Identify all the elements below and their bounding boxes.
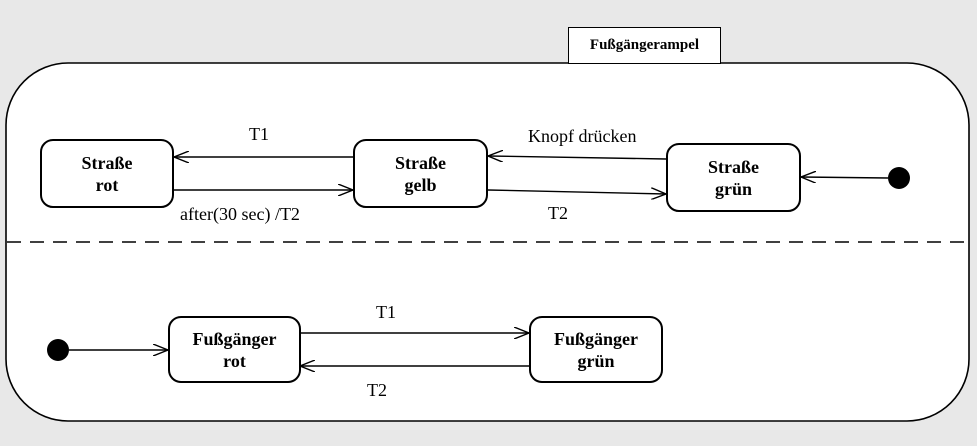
transition-label-gelb-to-rot: T1 bbox=[249, 124, 269, 144]
arrow-gelb-to-gruen bbox=[487, 190, 666, 194]
state-label-line1: Fußgänger bbox=[192, 328, 277, 349]
state-strasse-rot: Straße rot bbox=[40, 139, 174, 208]
transition-label-gruen-to-gelb: Knopf drücken bbox=[528, 126, 637, 146]
state-label-line1: Straße bbox=[81, 152, 133, 173]
state-label-line1: Straße bbox=[395, 152, 446, 173]
initial-state-top bbox=[888, 167, 910, 189]
arrow-initial-to-strasse-gruen bbox=[801, 177, 889, 178]
state-label-line2: gelb bbox=[404, 174, 437, 195]
transition-label-rot-to-gelb: after(30 sec) /T2 bbox=[180, 204, 300, 224]
state-strasse-gruen: Straße grün bbox=[666, 143, 801, 212]
state-fussgaenger-gruen: Fußgänger grün bbox=[529, 316, 663, 383]
state-strasse-gelb: Straße gelb bbox=[353, 139, 488, 208]
state-label-line2: grün bbox=[714, 178, 752, 199]
initial-state-bottom bbox=[47, 339, 69, 361]
state-label-line1: Straße bbox=[708, 156, 759, 177]
diagram-title: Fußgängerampel bbox=[568, 27, 721, 64]
state-label-line2: rot bbox=[95, 174, 119, 195]
transition-label-fg-rot-to-gruen: T1 bbox=[376, 302, 396, 322]
state-label-line1: Fußgänger bbox=[553, 328, 638, 349]
transition-label-fg-gruen-to-rot: T2 bbox=[367, 380, 387, 400]
state-fussgaenger-rot: Fußgänger rot bbox=[168, 316, 301, 383]
transition-label-gelb-to-gruen: T2 bbox=[548, 203, 568, 223]
state-label-line2: grün bbox=[577, 350, 615, 371]
state-label-line2: rot bbox=[223, 350, 246, 371]
arrow-gruen-to-gelb bbox=[488, 156, 667, 159]
